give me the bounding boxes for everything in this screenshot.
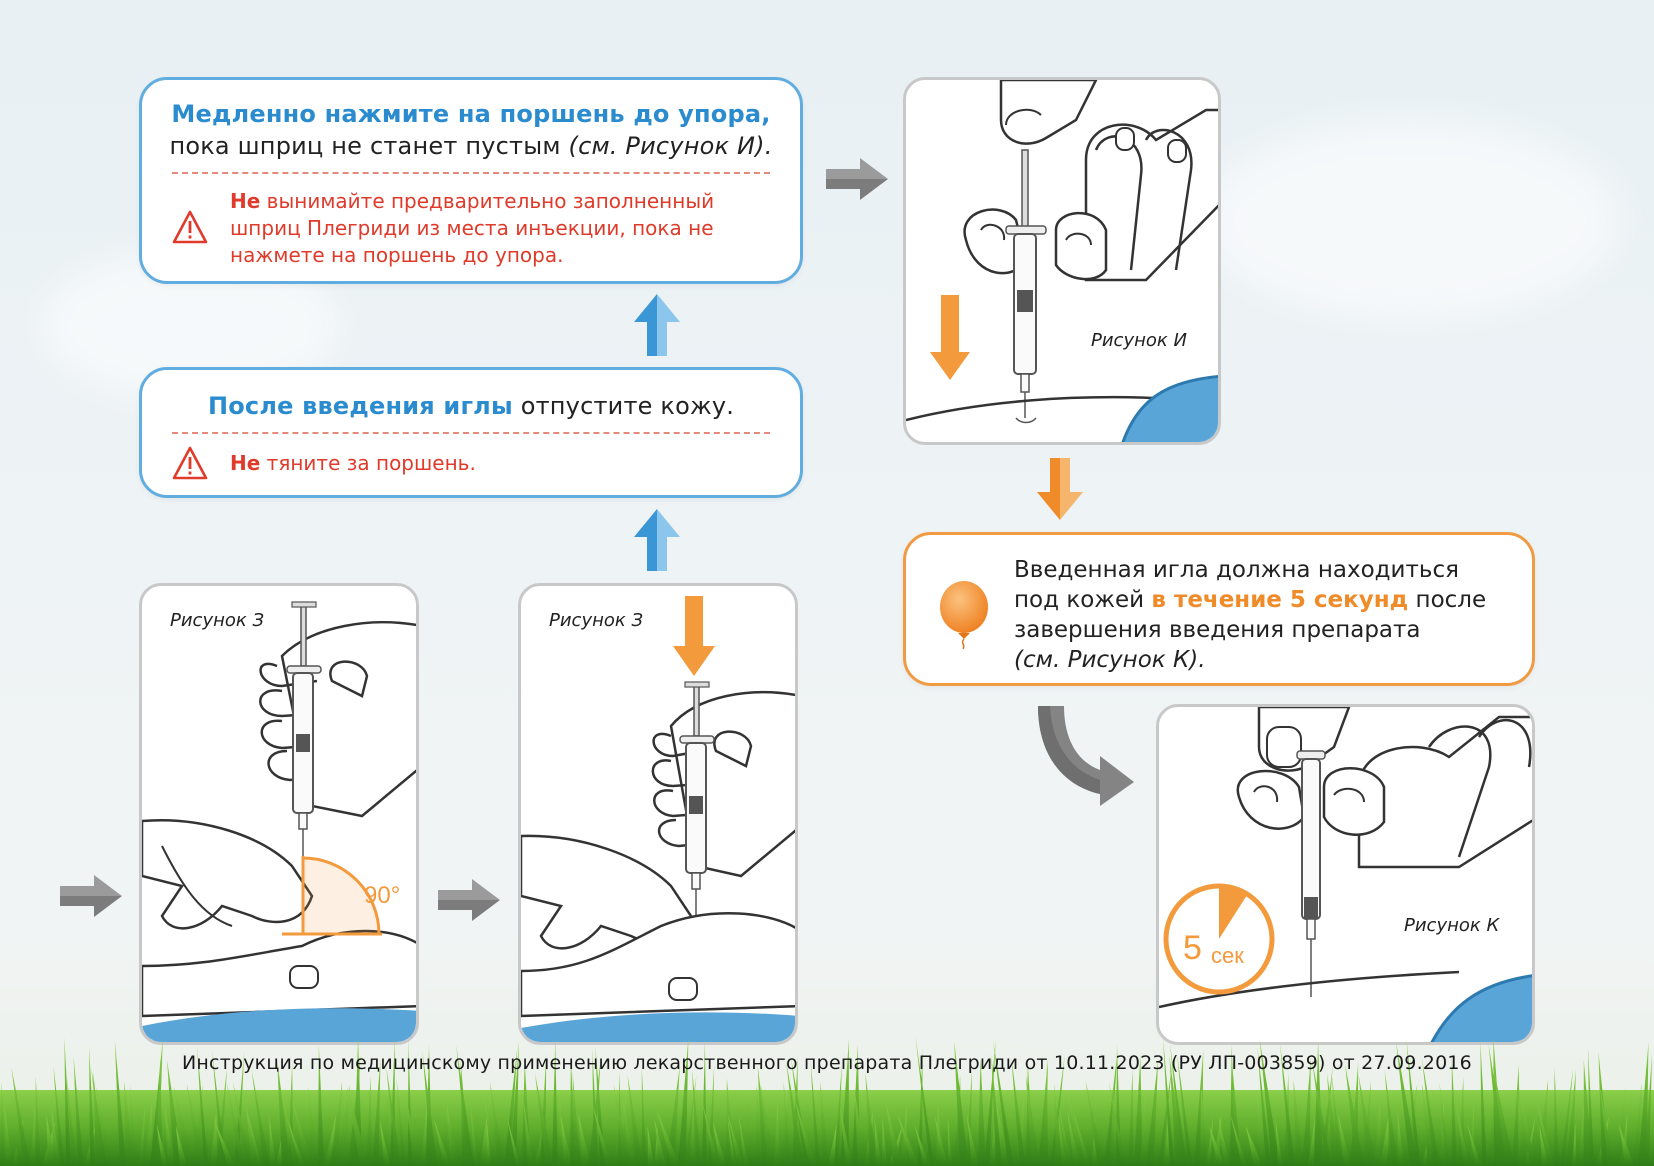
grass-decoration xyxy=(0,1036,1654,1166)
step-hold-text: Введенная игла должна находиться под кож… xyxy=(1014,555,1486,675)
figure-z2-illustration xyxy=(521,596,795,1042)
figure-k-illustration xyxy=(1159,707,1532,1042)
arrow-up-icon xyxy=(634,294,680,356)
step-press-subtitle-text: пока шприц не станет пустым xyxy=(169,132,561,160)
figure-z1-panel: Рисунок З 90° xyxy=(139,583,419,1045)
figure-k-panel: 5 сек Рисунок К xyxy=(1156,704,1535,1045)
step-hold-line-1: Введенная игла должна находиться xyxy=(1014,557,1459,583)
step-release-title-bold: После введения иглы xyxy=(207,392,513,420)
step-press-title-bold: Медленно нажмите на поршень до упора, xyxy=(171,100,771,128)
figure-z2-label: Рисунок З xyxy=(549,610,644,631)
warning-icon xyxy=(172,210,208,244)
step-release-title: После введения иглы отпустите кожу. xyxy=(142,392,800,420)
step-press-subtitle-ref: (см. Рисунок И). xyxy=(568,132,773,160)
figure-z1-illustration xyxy=(142,601,416,1042)
arrow-up-icon xyxy=(634,509,680,571)
balloon-icon xyxy=(940,581,988,649)
figure-i-panel: Рисунок И xyxy=(903,77,1221,445)
arrow-down-icon xyxy=(1037,458,1083,520)
figure-z1-label: Рисунок З xyxy=(170,610,265,631)
warning-text: тяните за поршень. xyxy=(266,451,476,475)
figure-z2-panel: Рисунок З xyxy=(518,583,798,1045)
warning-line-3: нажмете на поршень до упора. xyxy=(230,243,564,267)
step-release-skin-box: После введения иглы отпустите кожу. Не т… xyxy=(139,367,803,498)
arrow-right-icon xyxy=(60,875,122,917)
step-hold-line-2-pre: под кожей xyxy=(1014,587,1145,613)
step-press-plunger-box: Медленно нажмите на поршень до упора, по… xyxy=(139,77,803,284)
angle-label: 90° xyxy=(364,882,401,909)
timer-icon xyxy=(1163,883,1275,995)
step-release-warning: Не тяните за поршень. xyxy=(230,450,476,477)
warning-icon xyxy=(172,446,208,480)
step-hold-line-2-post: после xyxy=(1415,587,1487,613)
figure-k-label: Рисунок К xyxy=(1404,915,1500,936)
step-hold-box: Введенная игла должна находиться под кож… xyxy=(903,532,1535,686)
warning-not: Не xyxy=(230,451,261,475)
step-release-title-rest: отпустите кожу. xyxy=(520,392,735,420)
step-hold-line-4: (см. Рисунок К). xyxy=(1014,647,1206,673)
figure-i-illustration xyxy=(906,80,1218,442)
background-cloud xyxy=(1200,120,1620,320)
warning-line-2: шприц Плегриди из места инъекции, пока н… xyxy=(230,216,714,240)
step-press-subtitle: пока шприц не станет пустым (см. Рисунок… xyxy=(142,132,800,160)
step-press-warning: Не вынимайте предварительно заполненный … xyxy=(230,188,714,269)
step-press-title: Медленно нажмите на поршень до упора, xyxy=(142,100,800,128)
timer-unit: сек xyxy=(1211,943,1244,968)
arrow-right-icon xyxy=(438,879,500,921)
dashed-divider xyxy=(172,432,770,434)
step-hold-line-3: завершения введения препарата xyxy=(1014,617,1421,643)
timer-number: 5 xyxy=(1183,929,1202,967)
curved-arrow-icon xyxy=(1038,706,1134,806)
warning-line-1: вынимайте предварительно заполненный xyxy=(266,189,715,213)
arrow-right-icon xyxy=(826,158,888,200)
footer-source: Инструкция по медицинскому применению ле… xyxy=(182,1052,1472,1074)
figure-i-label: Рисунок И xyxy=(1091,330,1187,351)
step-hold-line-2-bold: в течение 5 секунд xyxy=(1151,587,1409,613)
dashed-divider xyxy=(172,172,770,174)
warning-not: Не xyxy=(230,189,261,213)
